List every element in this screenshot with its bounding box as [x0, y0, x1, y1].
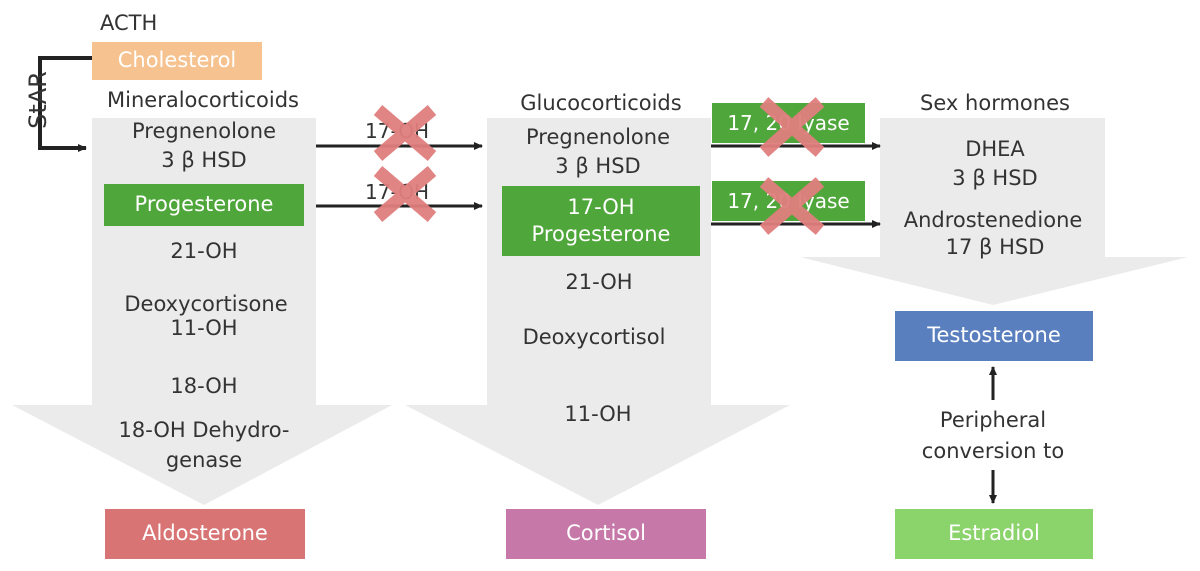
- gluco-11-oh: 11-OH: [564, 402, 632, 426]
- cortisol-box: Cortisol: [506, 509, 706, 559]
- 17oh-progesterone-box: 17-OH Progesterone: [502, 186, 700, 256]
- deoxycortisone-label: Deoxycortisone: [124, 292, 288, 316]
- testosterone-box: Testosterone: [895, 311, 1093, 361]
- mineralo-11-oh: 11-OH: [170, 316, 238, 340]
- deoxycortisol-label: Deoxycortisol: [522, 325, 666, 349]
- dehydrogenase-line1: 18-OH Dehydro-: [118, 418, 290, 442]
- star-connector: [38, 56, 92, 152]
- cholesterol-box: Cholesterol: [92, 42, 262, 80]
- dhea-label: DHEA: [965, 137, 1025, 161]
- aldosterone-box: Aldosterone: [105, 509, 305, 559]
- gluco-21-oh: 21-OH: [565, 270, 633, 294]
- peripheral-line1: Peripheral: [939, 408, 1047, 432]
- peripheral-line2: conversion to: [921, 439, 1065, 463]
- mineralo-pregnenolone: Pregnenolone: [131, 119, 277, 143]
- progesterone-box: Progesterone: [104, 184, 304, 226]
- mineralo-title: Mineralocorticoids: [107, 88, 299, 112]
- androstenedione-label: Androstenedione: [903, 208, 1083, 232]
- gluco-title: Glucocorticoids: [520, 91, 682, 115]
- sex-3b-hsd: 3 β HSD: [952, 166, 1038, 190]
- cross-17oh-lower-icon: [373, 166, 437, 222]
- mineralo-18-oh: 18-OH: [170, 374, 238, 398]
- 17oh-progesterone-line2: Progesterone: [531, 222, 671, 246]
- sex-title: Sex hormones: [920, 91, 1070, 115]
- sex-17b-hsd: 17 β HSD: [945, 235, 1045, 259]
- acth-label: ACTH: [100, 11, 158, 35]
- gluco-pregnenolone: Pregnenolone: [525, 125, 671, 149]
- gluco-3b-hsd: 3 β HSD: [555, 154, 641, 178]
- dehydrogenase-line2: genase: [165, 448, 243, 472]
- cross-lyase-upper-icon: [759, 97, 825, 157]
- 17oh-progesterone-line1: 17-OH: [567, 194, 635, 219]
- cross-lyase-lower-icon: [759, 177, 825, 235]
- cross-17oh-upper-icon: [373, 105, 437, 161]
- mineralo-3b-hsd: 3 β HSD: [161, 148, 247, 172]
- mineralo-21-oh: 21-OH: [170, 239, 238, 263]
- sex-column-arrow: [800, 118, 1188, 305]
- estradiol-box: Estradiol: [895, 509, 1093, 559]
